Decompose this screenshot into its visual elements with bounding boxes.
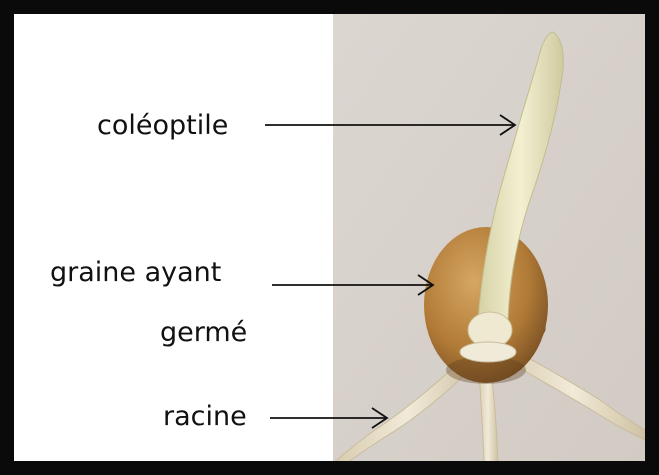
label-graine-line2: germé [160,319,247,346]
label-racine: racine [163,403,247,430]
root-crown [460,342,516,362]
label-graine-line1: graine ayant [50,259,221,286]
label-coleoptile: coléoptile [97,112,228,139]
